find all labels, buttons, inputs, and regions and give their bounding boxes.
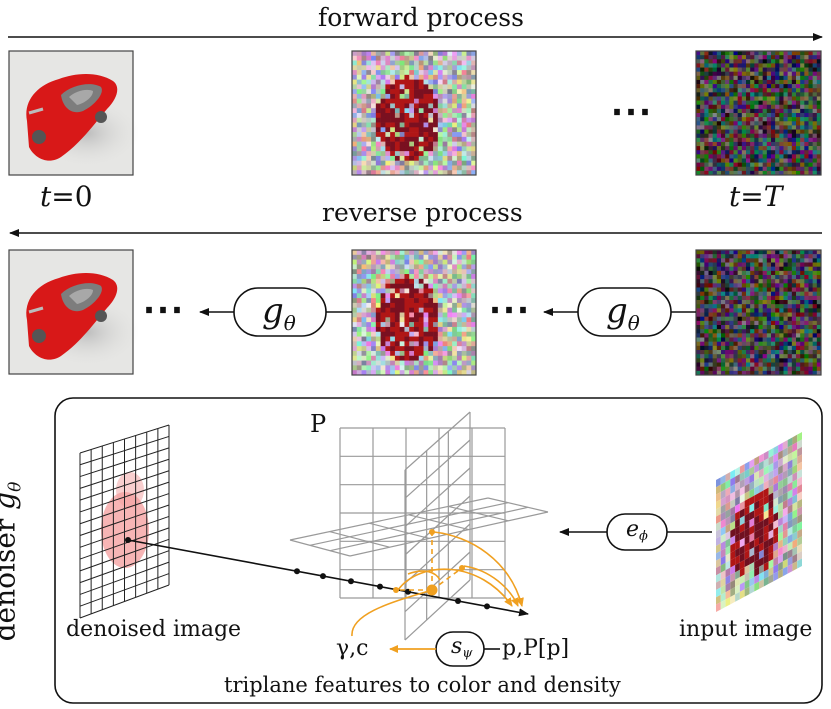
input-image: [716, 432, 802, 612]
ray-origin-point: [125, 537, 131, 543]
clean-car-image-forward: [7, 49, 141, 177]
denoised-image-caption: denoised image: [66, 617, 242, 642]
noisy-car-image-forward: [351, 50, 477, 176]
denoiser-side-word: denoiser: [0, 518, 22, 642]
denoiser-symbol-left: gθ: [262, 294, 296, 333]
t-final-var: t: [729, 180, 741, 213]
denoiser-box-right: [577, 287, 672, 337]
denoiser-side-label: denoiser gθ: [0, 472, 26, 652]
denoiser-side-theta: θ: [5, 481, 26, 492]
clean-car-image-reverse: [7, 248, 141, 376]
encoder-box: [606, 513, 668, 551]
denoiser-symbol-right: gθ: [606, 294, 640, 333]
denoiser-g-left: g: [262, 291, 284, 331]
point-feature-label: p,P[p]: [502, 636, 570, 661]
denoiser-panel: [54, 397, 823, 704]
mlp-s: s: [451, 634, 463, 659]
denoiser-g-right: g: [606, 291, 628, 331]
t-final-label: t=T: [729, 183, 782, 211]
ellipsis-reverse-left: ⋯: [142, 284, 184, 333]
triplane-grid: [289, 411, 549, 641]
t-zero-label: t=0: [40, 183, 93, 211]
t-zero-eq: =0: [51, 180, 93, 213]
pure-noise-image-forward: [695, 50, 822, 176]
denoiser-theta-right: θ: [627, 311, 640, 335]
denoiser-side-g: g: [0, 492, 22, 510]
mlp-symbol: sψ: [451, 634, 473, 661]
t-final-eq: =T: [740, 180, 783, 213]
noisy-car-image-reverse: [351, 249, 477, 376]
feature-projection-arrows: [351, 529, 524, 637]
forward-process-label: forward process: [318, 3, 524, 32]
ellipsis-forward: ⋯: [610, 86, 652, 135]
encoder-phi: ϕ: [639, 529, 648, 544]
pure-noise-image-reverse: [695, 249, 822, 376]
encoder-symbol: eϕ: [626, 517, 648, 544]
camera-ray: [127, 539, 529, 617]
denoiser-box-left: [233, 287, 327, 337]
mlp-psi: ψ: [462, 646, 473, 661]
reverse-process-label: reverse process: [322, 198, 523, 227]
ellipsis-reverse-right: ⋯: [488, 284, 530, 333]
denoised-image: [79, 424, 170, 619]
ray-sample-points: [294, 568, 490, 610]
denoiser-theta-left: θ: [283, 311, 296, 335]
encoder-e: e: [626, 517, 640, 542]
panel-footer-caption: triplane features to color and density: [224, 673, 621, 697]
plane-label: P: [310, 410, 327, 438]
input-image-caption: input image: [679, 617, 813, 642]
sample-point-p: [426, 584, 438, 596]
t-zero-var: t: [40, 180, 52, 213]
output-label: γ,c: [336, 636, 369, 661]
